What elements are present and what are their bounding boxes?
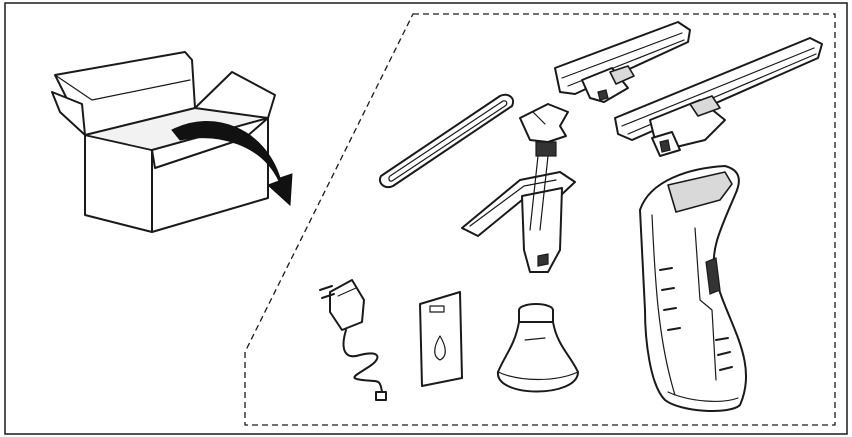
charger-adapter-icon (319, 279, 387, 401)
squeegee-blade-small-icon (554, 21, 691, 103)
detergent-bottle-icon (496, 303, 579, 393)
window-vacuum-handle-icon (639, 165, 748, 413)
spray-bottle-wiper-icon (461, 103, 576, 273)
contents-dashed-region (244, 13, 836, 426)
microfiber-cloth-pad-icon (379, 93, 514, 189)
outer-frame (4, 2, 848, 435)
squeegee-blade-large-icon (614, 37, 823, 157)
unpack-arrow-icon (171, 121, 293, 207)
manual-card-icon (419, 291, 463, 387)
